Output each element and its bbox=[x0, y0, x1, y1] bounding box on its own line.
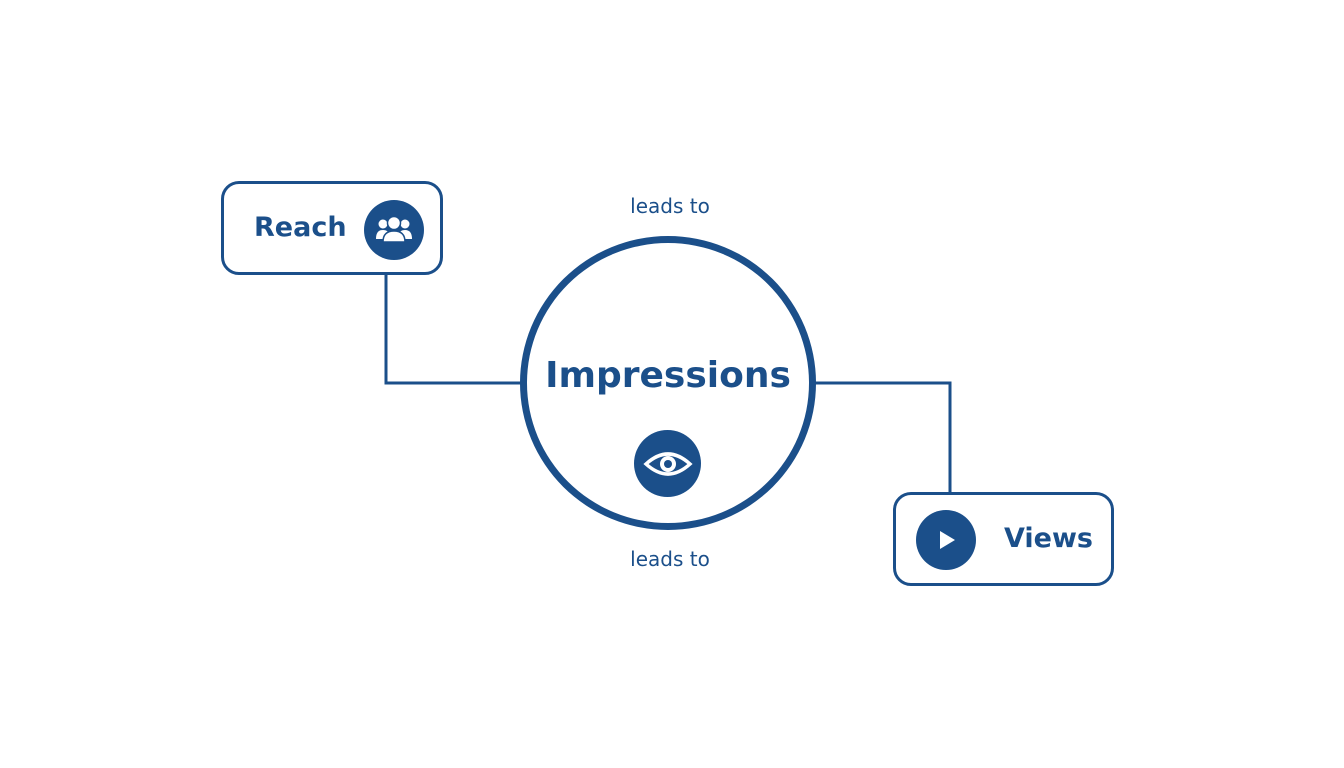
reach-label: Reach bbox=[254, 212, 347, 243]
eye-icon bbox=[634, 430, 701, 497]
people-group-icon bbox=[364, 200, 424, 260]
views-label: Views bbox=[1004, 523, 1094, 554]
connector-impressions-to-views bbox=[814, 381, 952, 493]
play-icon bbox=[916, 510, 976, 570]
edge-label-impressions-views: leads to bbox=[630, 547, 710, 571]
impressions-label: Impressions bbox=[545, 355, 791, 396]
views-node: Views bbox=[893, 492, 1114, 586]
impressions-node: Impressions bbox=[520, 236, 816, 530]
edge-label-reach-impressions: leads to bbox=[630, 194, 710, 218]
connector-reach-to-impressions bbox=[384, 275, 522, 385]
reach-node: Reach bbox=[221, 181, 443, 275]
